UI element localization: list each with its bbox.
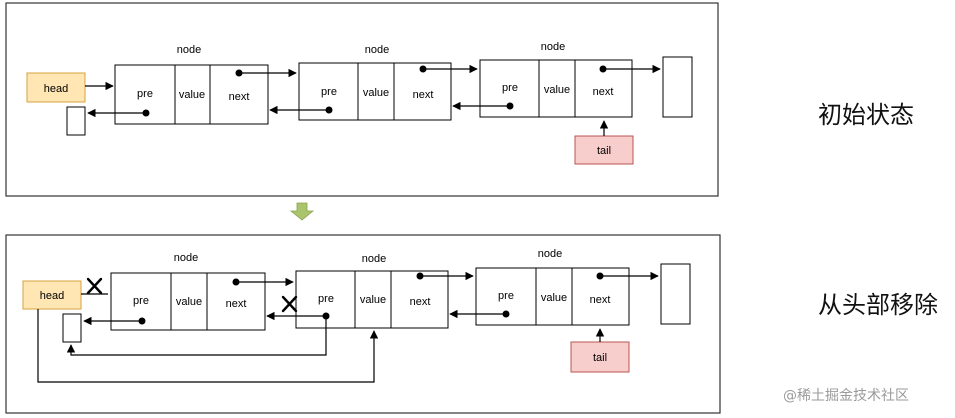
pointers-initial — [85, 64, 661, 136]
next-field: next — [413, 89, 434, 101]
value-field: value — [179, 89, 205, 101]
node-2: pre value next — [298, 62, 452, 121]
value-field: value — [363, 87, 389, 99]
pre-field: pre — [318, 293, 334, 305]
next-field: next — [593, 86, 614, 98]
node-label: node — [541, 41, 565, 53]
node-label: node — [362, 253, 386, 265]
head-label: head — [40, 290, 64, 302]
value-field: value — [360, 294, 386, 306]
tail-box — [570, 341, 630, 373]
watermark: @稀土掘金技术社区 — [783, 388, 909, 404]
null-box-left — [62, 313, 82, 343]
remove-head-label: 从头部移除 — [818, 291, 938, 319]
head-label: head — [44, 83, 68, 95]
node-label: node — [174, 252, 198, 264]
head-box — [22, 280, 82, 310]
value-field: value — [544, 84, 570, 96]
tail-label: tail — [593, 352, 607, 364]
value-field: value — [176, 296, 202, 308]
null-box-right — [662, 56, 693, 118]
node-label: node — [538, 248, 562, 260]
head-box — [26, 72, 86, 103]
transition-arrow-icon — [289, 202, 315, 221]
tail-label: tail — [597, 145, 611, 157]
next-field: next — [590, 294, 611, 306]
node-3: pre value next — [479, 59, 633, 118]
pointer-dots-initial — [142, 65, 607, 117]
pre-field: pre — [498, 290, 514, 302]
null-box-right — [660, 263, 691, 325]
cross-mark-icon — [281, 295, 298, 313]
node-label: node — [365, 44, 389, 56]
next-field: next — [229, 91, 250, 103]
node-1: pre value next — [114, 64, 269, 125]
initial-state-label: 初始状态 — [818, 101, 914, 129]
pointers-remove-head — [37, 271, 659, 383]
pre-field: pre — [133, 295, 149, 307]
pre-field: pre — [321, 86, 337, 98]
pointer-dots-remove-head — [138, 272, 604, 325]
next-field: next — [226, 298, 247, 310]
value-field: value — [541, 292, 567, 304]
cross-mark-icon — [86, 277, 103, 295]
pre-field: pre — [502, 82, 518, 94]
node-2: pre value next — [295, 270, 449, 329]
pre-field: pre — [137, 88, 153, 100]
null-box-left — [66, 106, 86, 136]
node-label: node — [177, 44, 201, 56]
node-3: pre value next — [475, 267, 630, 326]
next-field: next — [410, 296, 431, 308]
